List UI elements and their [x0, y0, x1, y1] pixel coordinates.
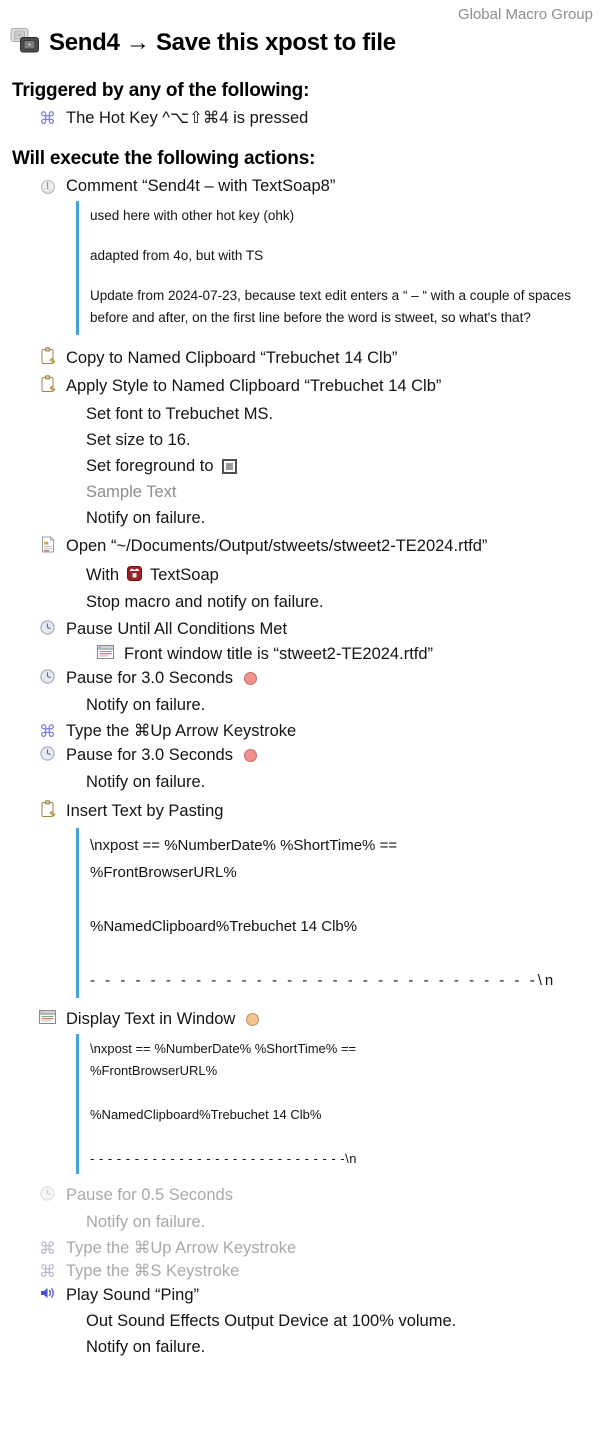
action-open-file-title: Open “~/Documents/Output/stweets/stweet2…: [66, 537, 488, 555]
textsoap-app-icon: [127, 566, 142, 585]
action-insert-text-title: Insert Text by Pasting: [66, 801, 224, 820]
action-pause-until-row[interactable]: Pause Until All Conditions Met: [38, 620, 593, 639]
comment-paragraph: adapted from 4o, but with TS: [90, 248, 264, 263]
macro-title: Send4 → Save this xpost to file: [49, 29, 396, 56]
window-icon: [39, 1010, 56, 1028]
red-status-indicator[interactable]: [243, 672, 257, 685]
clipboard-icon: [40, 347, 56, 369]
comment-text-block: used here with other hot key (ohk) adapt…: [76, 201, 593, 335]
play-sound-notify: Notify on failure.: [86, 1338, 206, 1356]
action-comment-title: Comment “Send4t – with TextSoap8”: [66, 177, 336, 195]
apply-style-sample-text: Sample Text: [86, 483, 177, 501]
action-type-cmd-up-row[interactable]: ⌘ Type the ⌘Up Arrow Keystroke: [38, 1239, 593, 1258]
insert-text-line: %NamedClipboard%Trebuchet 14 Clb%: [90, 918, 358, 935]
action-apply-style-row[interactable]: Apply Style to Named Clipboard “Trebuche…: [38, 375, 593, 397]
action-pause-until-title: Pause Until All Conditions Met: [66, 620, 288, 638]
clipboard-icon: [40, 800, 56, 822]
clock-icon: [40, 620, 55, 639]
pause-half-notify: Notify on failure.: [86, 1213, 206, 1231]
action-pause-3s-title: Pause for 3.0 Seconds: [66, 669, 233, 687]
insert-text-line: %FrontBrowserURL%: [90, 864, 237, 881]
hotkey-command-icon: ⌘: [39, 109, 56, 128]
action-type-cmd-up-title: Type the ⌘Up Arrow Keystroke: [66, 722, 297, 740]
apply-style-set-size: Set size to 16.: [86, 431, 191, 449]
action-type-cmd-s-row[interactable]: ⌘ Type the ⌘S Keystroke: [38, 1262, 593, 1281]
display-text-dash-line: - - - - - - - - - - - - - - - - - - - - …: [90, 1151, 358, 1166]
action-pause-3s-row[interactable]: Pause for 3.0 Seconds: [38, 669, 593, 688]
play-sound-output: Out Sound Effects Output Device at 100% …: [86, 1312, 457, 1330]
clock-icon: [40, 1186, 55, 1205]
action-type-cmd-up-title: Type the ⌘Up Arrow Keystroke: [66, 1239, 297, 1257]
triggers-heading: Triggered by any of the following:: [12, 80, 310, 101]
action-play-sound-row[interactable]: Play Sound “Ping”: [38, 1286, 593, 1304]
display-text-line: %FrontBrowserURL%: [90, 1063, 218, 1078]
red-status-indicator[interactable]: [243, 749, 257, 762]
action-play-sound-title: Play Sound “Ping”: [66, 1285, 199, 1304]
insert-text-blank-line: [90, 886, 593, 913]
with-label: With: [86, 566, 119, 584]
action-type-cmd-up-row[interactable]: ⌘ Type the ⌘Up Arrow Keystroke: [38, 722, 593, 741]
open-file-app-name: TextSoap: [150, 566, 219, 584]
orange-status-indicator[interactable]: [246, 1012, 260, 1026]
keystroke-command-icon: ⌘: [39, 1262, 56, 1281]
action-type-cmd-s-title: Type the ⌘S Keystroke: [66, 1262, 240, 1280]
macro-keycaps-icon: [10, 27, 40, 59]
insert-text-content-block[interactable]: \nxpost == %NumberDate% %ShortTime% == %…: [76, 828, 593, 998]
keystroke-command-icon: ⌘: [39, 722, 56, 741]
trigger-hotkey-label: The Hot Key ^⌥⇧⌘4 is pressed: [66, 109, 309, 127]
macro-title-row: Send4 → Save this xpost to file: [10, 27, 593, 59]
insert-text-dash-line: - - - - - - - - - - - - - - - - - - - - …: [90, 972, 557, 989]
action-copy-clipboard-title: Copy to Named Clipboard “Trebuchet 14 Cl…: [66, 348, 398, 367]
pause-3s-notify: Notify on failure.: [86, 696, 206, 714]
action-pause-3s-row[interactable]: Pause for 3.0 Seconds: [38, 746, 593, 765]
apply-style-notify: Notify on failure.: [86, 509, 206, 527]
display-text-line: %NamedClipboard%Trebuchet 14 Clb%: [90, 1107, 322, 1122]
clock-icon: [40, 669, 55, 688]
action-insert-text-row[interactable]: Insert Text by Pasting: [38, 800, 593, 822]
action-comment-row[interactable]: ! Comment “Send4t – with TextSoap8”: [38, 178, 593, 195]
display-text-blank-line: [90, 1126, 593, 1148]
action-open-file-row[interactable]: Open “~/Documents/Output/stweets/stweet2…: [38, 536, 593, 557]
set-foreground-label: Set foreground to: [86, 457, 214, 475]
macro-group-label: Global Macro Group: [457, 6, 593, 23]
actions-heading: Will execute the following actions:: [12, 148, 316, 169]
pause-until-condition-label: Front window title is “stweet2-TE2024.rt…: [124, 644, 434, 663]
pause-3s-notify: Notify on failure.: [86, 773, 206, 791]
action-pause-3s-title: Pause for 3.0 Seconds: [66, 746, 233, 764]
comment-paragraph: used here with other hot key (ohk): [90, 208, 295, 223]
pause-until-condition-row[interactable]: Front window title is “stweet2-TE2024.rt…: [96, 645, 593, 663]
foreground-color-swatch[interactable]: [221, 459, 237, 474]
clock-icon: [40, 746, 55, 765]
clipboard-icon: [40, 375, 56, 397]
macro-detail-view: Global Macro Group Send4 → Save this xpo…: [10, 6, 593, 1356]
insert-text-line: \nxpost == %NumberDate% %ShortTime% ==: [90, 837, 398, 854]
display-text-blank-line: [90, 1082, 593, 1104]
apply-style-set-foreground: Set foreground to: [86, 458, 593, 475]
document-icon: [41, 536, 55, 557]
comment-icon: !: [40, 179, 55, 194]
action-display-text-title: Display Text in Window: [66, 1009, 236, 1028]
open-file-with-row: With TextSoap: [86, 566, 593, 585]
window-icon: [97, 645, 114, 663]
apply-style-set-font: Set font to Trebuchet MS.: [86, 405, 274, 423]
action-copy-clipboard-row[interactable]: Copy to Named Clipboard “Trebuchet 14 Cl…: [38, 347, 593, 369]
display-text-line: \nxpost == %NumberDate% %ShortTime% ==: [90, 1041, 357, 1056]
comment-paragraph: Update from 2024-07-23, because text edi…: [90, 288, 572, 325]
keystroke-command-icon: ⌘: [39, 1239, 56, 1258]
action-pause-half-row[interactable]: Pause for 0.5 Seconds: [38, 1186, 593, 1205]
insert-text-blank-line: [90, 940, 593, 967]
action-display-text-row[interactable]: Display Text in Window: [38, 1010, 593, 1028]
action-apply-style-title: Apply Style to Named Clipboard “Trebuche…: [66, 376, 442, 395]
open-file-on-failure: Stop macro and notify on failure.: [86, 593, 324, 611]
speaker-icon: [40, 1286, 56, 1304]
trigger-hotkey-row[interactable]: ⌘ The Hot Key ^⌥⇧⌘4 is pressed: [38, 109, 593, 128]
action-pause-half-title: Pause for 0.5 Seconds: [66, 1186, 233, 1204]
display-text-content-block[interactable]: \nxpost == %NumberDate% %ShortTime% == %…: [76, 1034, 593, 1174]
